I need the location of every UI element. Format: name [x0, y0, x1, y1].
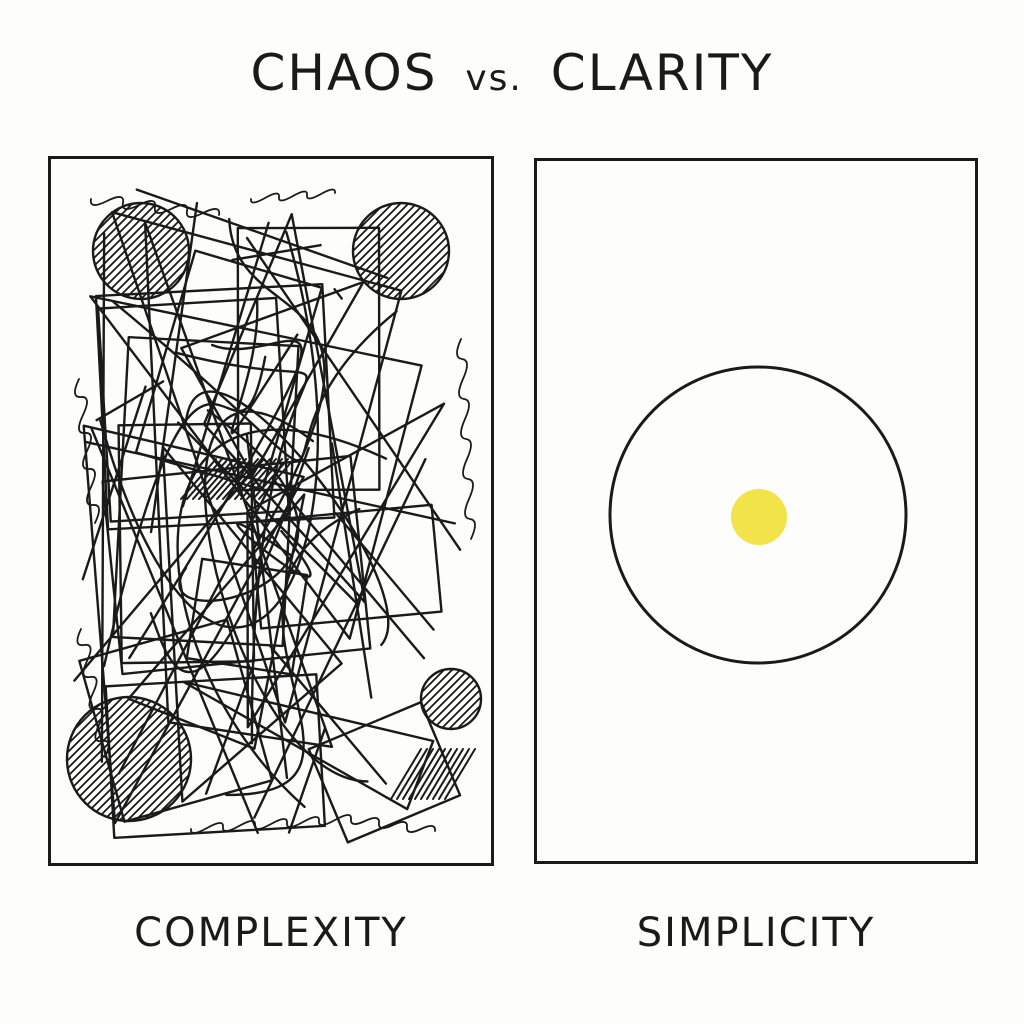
clarity-drawing: [608, 365, 908, 665]
scribble-line: [95, 380, 165, 422]
squiggle: [456, 338, 476, 540]
complexity-label: COMPLEXITY: [134, 910, 408, 956]
scribble-curve: [174, 351, 308, 745]
clarity-panel: [534, 158, 978, 864]
scribble-curve: [149, 446, 310, 674]
scribble-triangle: [127, 493, 306, 750]
scribble-triangle: [182, 680, 435, 811]
squiggle: [190, 814, 352, 834]
scribble-line: [117, 461, 284, 775]
chaos-scribble-drawing: [65, 188, 483, 844]
clarity-circle: [608, 365, 908, 665]
title-vs: vs.: [465, 58, 523, 99]
scribble-line: [90, 427, 259, 835]
scribble-line: [231, 243, 322, 262]
yellow-dot: [731, 489, 787, 545]
title-chaos: CHAOS: [250, 44, 438, 102]
title-clarity: CLARITY: [550, 44, 774, 102]
scribble-line: [204, 668, 253, 795]
scribble-curve: [203, 410, 369, 783]
scribble-curve: [99, 230, 320, 629]
scribble-line: [149, 201, 199, 534]
scribble-curve: [128, 339, 303, 660]
scribble-curve: [176, 428, 388, 808]
scribble-curve: [184, 390, 390, 647]
scribble-line: [83, 440, 456, 525]
page-title: CHAOS vs. CLARITY: [0, 44, 1024, 102]
hatched-circle: [419, 667, 483, 731]
squiggle: [76, 628, 110, 758]
squiggle: [350, 817, 436, 833]
scribble-line: [270, 476, 426, 660]
scribble-line: [100, 232, 106, 763]
hatch-patch: [180, 458, 295, 500]
scribble-triangle: [180, 280, 365, 477]
hatch-lines: [353, 203, 449, 299]
scribble-line: [333, 287, 343, 300]
scribble-curve: [230, 296, 299, 435]
scribble-rectangle: [236, 226, 381, 492]
scribble-line: [253, 457, 427, 819]
hatch-lines: [93, 203, 189, 299]
simplicity-label: SIMPLICITY: [636, 910, 876, 956]
scribble-line: [287, 726, 327, 834]
squiggle: [250, 188, 336, 204]
scribble-line: [245, 236, 462, 551]
scribble-rectangle: [94, 283, 336, 531]
scribble-line: [334, 512, 435, 631]
squiggle: [74, 378, 100, 524]
hatch-lines: [421, 669, 481, 729]
squiggle: [89, 196, 221, 218]
scribble-curve: [102, 355, 267, 668]
chaos-panel: [48, 156, 494, 866]
scribble-line: [135, 188, 389, 280]
scribble-curve: [236, 522, 312, 578]
hatch-patch: [390, 748, 476, 800]
